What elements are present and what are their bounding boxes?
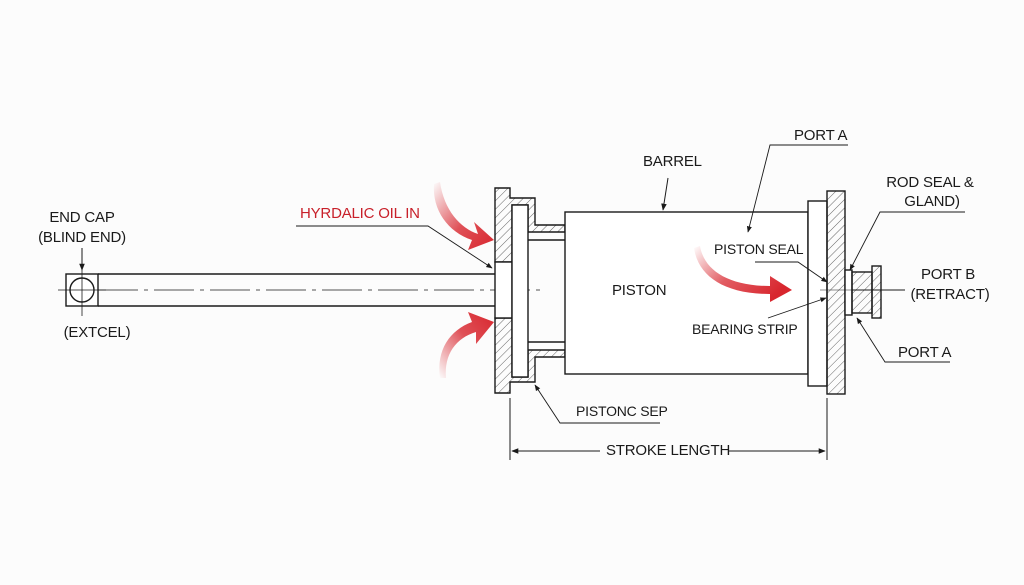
leader-lines [296,144,965,424]
extcel-label: (EXTCEL) [63,324,131,341]
barrel-label: BARREL [643,153,702,170]
piston-seal-label: PISTON SEAL [714,241,804,257]
end-cap-eye [58,266,106,316]
front-head-flange [494,187,566,394]
piston-label: PISTON [612,282,667,299]
oil-in-upper-arrow [433,182,494,250]
end-cap-label: END CAP [49,209,115,226]
oil-in-lower-arrow [439,312,494,378]
port-a-top-label: PORT A [794,127,848,144]
rod-seal-label: ROD SEAL & [886,174,974,191]
port-b-retract-label: (RETRACT) [910,286,990,303]
rear-head [807,190,846,395]
piston-rod [98,273,545,307]
bearing-strip-label: BEARING STRIP [692,321,798,337]
port-b-label: PORT B [920,266,976,283]
port-a-bottom-label: PORT A [898,344,952,361]
oil-in-label: HYRDALIC OIL IN [300,205,420,222]
stroke-length-label: STROKE LENGTH [606,442,731,459]
end-cap-sublabel: (BLIND END) [38,229,126,246]
stroke-dimension [509,398,828,460]
piston-sep-label: PISTONC SEP [576,403,668,419]
piston-flow-arrow [694,246,792,302]
gland-label: GLAND) [904,193,960,210]
barrel-leader [661,177,669,211]
